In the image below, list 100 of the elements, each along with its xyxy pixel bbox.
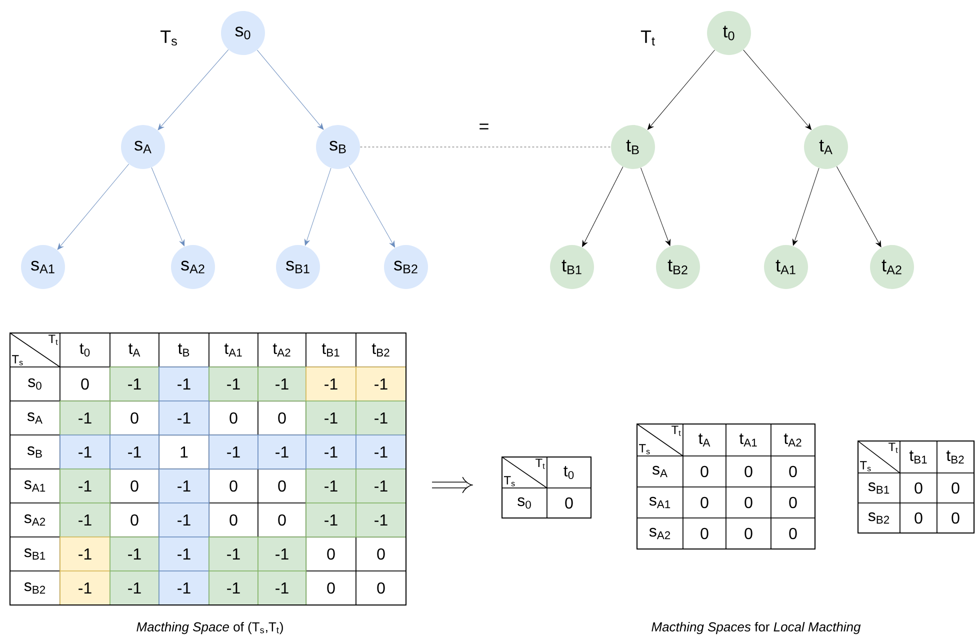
table-cell: -1 (158, 400, 210, 436)
arrow (256, 50, 324, 130)
table-cell: -1 (60, 570, 110, 606)
table-cell: 1 (158, 434, 210, 470)
table-cell: -1 (356, 468, 406, 504)
table-cell: 0 (936, 502, 974, 534)
table-cell: 0 (110, 400, 160, 436)
row-header: s$_{0}$ (502, 488, 548, 518)
table-cell: 0 (306, 570, 356, 606)
table-cell: -1 (110, 434, 160, 470)
tree-node: t$_{B2}$ (656, 245, 700, 289)
row-header: s$_{B1}$ (10, 536, 60, 572)
tree-node: t$_{A1}$ (764, 245, 808, 289)
tree-node: s$_{B1}$ (276, 245, 320, 289)
arrow (582, 166, 624, 247)
tree-title: T$_{s}$ (160, 30, 177, 46)
column-header: t$_{A2}$ (258, 332, 306, 368)
table-cell: -1 (208, 434, 258, 470)
connector-line (360, 146, 612, 148)
table-cell: -1 (158, 536, 210, 572)
table-cell: -1 (356, 400, 406, 436)
table-cell: -1 (258, 570, 306, 606)
table-cell: 0 (258, 502, 306, 538)
column-header: t$_{B1}$ (306, 332, 356, 368)
table-cell: -1 (60, 536, 110, 572)
arrow (57, 164, 130, 250)
table-cell: -1 (258, 536, 306, 572)
table-cell: -1 (60, 468, 110, 504)
table-cell: -1 (60, 400, 110, 436)
label: T$_{t}$ (48, 334, 58, 345)
table-cell: -1 (306, 468, 356, 504)
table-cell: -1 (306, 434, 356, 470)
arrow (348, 166, 395, 248)
caption: Macthing Space of (T$_{s}$,T$_{t}$) (136, 622, 283, 634)
column-header: t$_{B1}$ (900, 440, 938, 474)
table-cell: -1 (158, 570, 210, 606)
tree-node: s$_{0}$ (221, 11, 265, 55)
table-cell: -1 (356, 366, 406, 402)
table-cell: 0 (356, 536, 406, 572)
column-header: t$_{B2}$ (356, 332, 406, 368)
tree-node: s$_{B2}$ (384, 245, 428, 289)
arrow (158, 49, 229, 130)
caption: Macthing Spaces for Local Macthing (652, 622, 861, 634)
table-cell: -1 (306, 366, 356, 402)
table-cell: -1 (60, 502, 110, 538)
table-cell: 0 (726, 456, 772, 488)
tree-title: T$_{t}$ (640, 30, 655, 46)
header-cell: T$_{t}$ T$_{s}$ (502, 456, 548, 488)
row-header: s$_{B1}$ (858, 472, 900, 504)
column-header: t$_{B}$ (158, 332, 210, 368)
table-cell: 0 (258, 468, 306, 504)
table-cell: -1 (306, 400, 356, 436)
table-cell: 0 (726, 518, 772, 550)
table-cell: 0 (900, 502, 938, 534)
table-cell: 0 (110, 502, 160, 538)
table-cell: 0 (900, 472, 938, 504)
tree-node: s$_{A1}$ (21, 245, 65, 289)
tree-node: t$_{A}$ (804, 125, 848, 169)
column-header: t$_{0}$ (546, 456, 592, 488)
column-header: t$_{0}$ (60, 332, 110, 368)
table-cell: 0 (258, 400, 306, 436)
table-cell: 0 (208, 502, 258, 538)
row-header: s$_{B2}$ (858, 502, 900, 534)
arrow (743, 50, 812, 130)
table-cell: 0 (726, 486, 772, 518)
tree-node: t$_{A2}$ (870, 245, 914, 289)
tree-node: t$_{B}$ (611, 125, 655, 169)
table-cell: -1 (258, 366, 306, 402)
table-cell: -1 (158, 366, 210, 402)
table-cell: 0 (208, 400, 258, 436)
table-cell: -1 (258, 434, 306, 470)
table-cell: -1 (158, 468, 210, 504)
column-header: t$_{A2}$ (770, 424, 816, 456)
table-cell: 0 (110, 468, 160, 504)
arrow (640, 168, 671, 246)
table-cell: 0 (682, 456, 726, 488)
table-cell: 0 (306, 536, 356, 572)
table-cell: -1 (110, 536, 160, 572)
table-cell: 0 (770, 486, 816, 518)
table-cell: -1 (208, 570, 258, 606)
arrow (304, 168, 332, 246)
row-header: s$_{B2}$ (10, 570, 60, 606)
arrow (792, 168, 820, 246)
column-header: t$_{A}$ (110, 332, 160, 368)
tree-node: s$_{A2}$ (171, 245, 215, 289)
row-header: s$_{A2}$ (636, 518, 684, 550)
arrow (647, 50, 715, 130)
tree-node: s$_{B}$ (316, 125, 360, 169)
table-cell: -1 (208, 536, 258, 572)
equals-sign: = (480, 124, 488, 130)
tree-node: t$_{0}$ (707, 11, 751, 55)
row-header: s$_{A2}$ (10, 502, 60, 538)
row-header: s$_{A1}$ (10, 468, 60, 504)
table-cell: 0 (936, 472, 974, 504)
table-cell: -1 (356, 502, 406, 538)
row-header: s$_{A}$ (10, 400, 60, 436)
header-cell: T$_{t}$ T$_{s}$ (636, 424, 684, 456)
table-cell: 0 (770, 518, 816, 550)
table-cell: 0 (546, 488, 592, 518)
table-cell: -1 (208, 366, 258, 402)
